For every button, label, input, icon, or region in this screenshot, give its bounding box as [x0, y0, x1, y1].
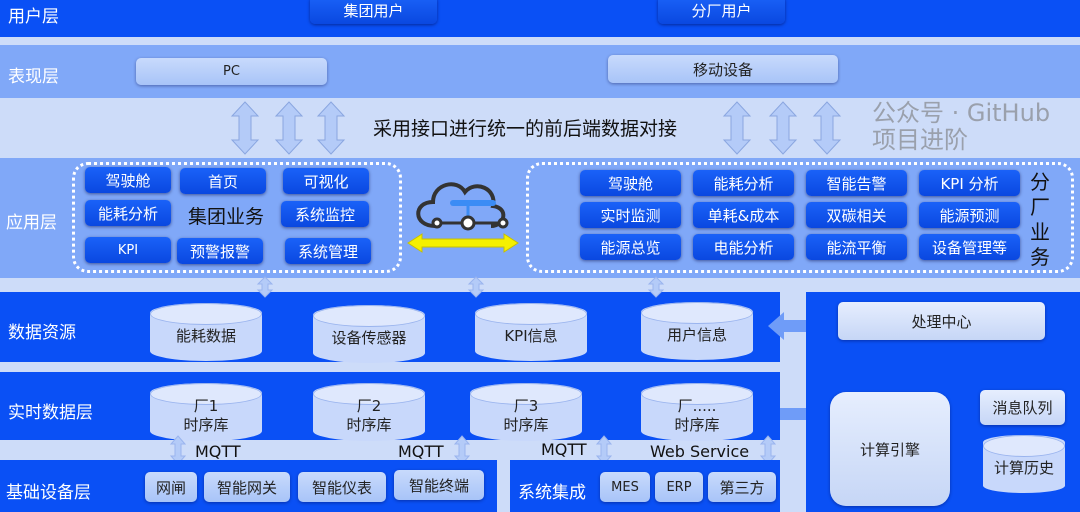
group-business-title: 集团业务 — [188, 206, 265, 228]
db-label: 厂1 — [193, 397, 219, 415]
mobile-button[interactable]: 移动设备 — [608, 55, 838, 83]
group-business-box — [72, 162, 402, 273]
db-label: 能耗数据 — [175, 326, 236, 345]
yellow-double-arrow-icon — [407, 233, 519, 253]
presentation-layer-label: 表现层 — [8, 67, 59, 87]
db-label: 计算历史 — [993, 458, 1054, 477]
factory-app-button[interactable]: 单耗&成本 — [693, 202, 794, 228]
integration-label: 系统集成 — [518, 483, 586, 503]
group-visualization-button[interactable]: 可视化 — [283, 168, 369, 194]
factory-app-button[interactable]: 能源总览 — [580, 234, 681, 260]
third-party-item: 第三方 — [708, 472, 776, 502]
gatekeeper-item: 网闸 — [145, 472, 197, 502]
pc-button[interactable]: PC — [136, 58, 327, 85]
cloud-network-icon — [416, 182, 509, 231]
erp-item: ERP — [655, 472, 703, 502]
db-label: 厂3 — [513, 397, 539, 415]
smart-gateway-item: 智能网关 — [204, 472, 290, 502]
application-layer-label: 应用层 — [6, 213, 57, 233]
factory-app-button[interactable]: 双碳相关 — [806, 202, 907, 228]
db-label: KPI信息 — [504, 326, 558, 345]
factory-app-button[interactable]: 电能分析 — [693, 234, 794, 260]
factory-app-button[interactable]: 能耗分析 — [693, 170, 794, 196]
smart-terminal-item: 智能终端 — [394, 470, 484, 500]
factory-business-title: 分厂业务 — [1030, 170, 1050, 269]
protocol-label: MQTT — [195, 442, 241, 461]
factory-app-button[interactable]: KPI 分析 — [919, 170, 1020, 196]
factory-app-button[interactable]: 驾驶舱 — [580, 170, 681, 196]
db-label: 设备传感器 — [331, 328, 407, 347]
db-label: 用户信息 — [666, 325, 727, 344]
device-sensor-db: 设备传感器 — [313, 305, 425, 363]
factory-app-button[interactable]: 设备管理等 — [919, 234, 1020, 260]
message-queue: 消息队列 — [980, 390, 1065, 425]
realtime-data-label: 实时数据层 — [8, 403, 93, 423]
group-energy-analysis-button[interactable]: 能耗分析 — [85, 200, 171, 226]
user-layer-label: 用户层 — [8, 7, 59, 27]
compute-history-db: 计算历史 — [983, 435, 1065, 493]
data-resource-label: 数据资源 — [8, 323, 76, 343]
factory-app-button[interactable]: 能源预测 — [919, 202, 1020, 228]
energy-data-db: 能耗数据 — [150, 303, 262, 361]
double-arrow-icons-right — [722, 101, 841, 155]
db-label: 时序库 — [183, 416, 229, 434]
factory-app-button[interactable]: 能流平衡 — [806, 234, 907, 260]
interface-text: 采用接口进行统一的前后端数据对接 — [373, 118, 678, 140]
protocol-label: Web Service — [650, 442, 750, 461]
group-cockpit-button[interactable]: 驾驶舱 — [85, 167, 171, 193]
smart-meter-item: 智能仪表 — [298, 472, 386, 502]
compute-engine: 计算引擎 — [830, 392, 950, 506]
db-label: 时序库 — [346, 416, 392, 434]
protocol-label: MQTT — [541, 440, 587, 459]
watermark: 公众号 · GitHub项目进阶 — [872, 99, 1051, 154]
processing-center: 处理中心 — [838, 302, 1045, 340]
factory-app-button[interactable]: 智能告警 — [806, 170, 907, 196]
group-alarm-button[interactable]: 预警报警 — [177, 238, 263, 264]
factory-n-tsdb: 厂.....时序库 — [641, 383, 753, 441]
double-arrow-icons-left — [230, 101, 345, 155]
db-label: 厂2 — [356, 397, 382, 415]
protocol-label: MQTT — [398, 442, 444, 461]
db-label: 时序库 — [674, 416, 720, 434]
group-kpi-button[interactable]: KPI — [85, 237, 171, 263]
kpi-info-db: KPI信息 — [475, 303, 587, 361]
user-info-db: 用户信息 — [641, 302, 753, 360]
group-system-monitor-button[interactable]: 系统监控 — [281, 201, 369, 227]
device-layer-label: 基础设备层 — [6, 483, 91, 503]
factory-app-button[interactable]: 实时监测 — [580, 202, 681, 228]
user-layer — [0, 0, 1080, 37]
db-label: 时序库 — [503, 416, 549, 434]
group-system-management-button[interactable]: 系统管理 — [285, 238, 371, 264]
mes-item: MES — [600, 472, 650, 502]
factory-user-button[interactable]: 分厂用户 — [658, 0, 785, 24]
db-label: 厂..... — [677, 397, 717, 415]
group-user-button[interactable]: 集团用户 — [310, 0, 437, 24]
factory-business-box — [526, 162, 1074, 273]
group-home-button[interactable]: 首页 — [180, 168, 266, 194]
